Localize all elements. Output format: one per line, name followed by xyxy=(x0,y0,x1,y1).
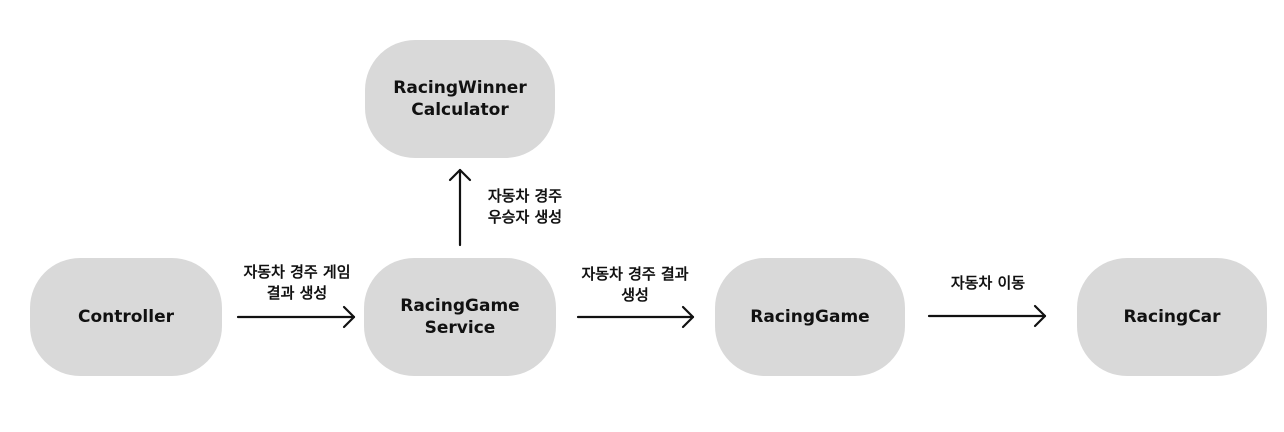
edge-label-service-to-game: 자동차 경주 결과 생성 xyxy=(581,265,689,304)
node-label-racing-winner-calculator: RacingWinner Calculator xyxy=(393,78,527,120)
node-label-racing-game-service: RacingGame Service xyxy=(400,296,520,338)
arrow-service-to-calculator xyxy=(448,168,472,247)
node-racing-winner-calculator: RacingWinner Calculator xyxy=(365,40,555,158)
arrow-service-to-game xyxy=(576,305,695,329)
node-controller: Controller xyxy=(30,258,222,376)
arrow-game-to-car xyxy=(927,304,1047,328)
node-label-controller: Controller xyxy=(77,307,174,327)
edge-label-controller-to-service: 자동차 경주 게임 결과 생성 xyxy=(243,263,351,302)
edge-label-game-to-car: 자동차 이동 xyxy=(950,274,1026,292)
edge-label-service-to-calculator: 자동차 경주 우승자 생성 xyxy=(487,187,563,226)
node-racing-game-service: RacingGame Service xyxy=(364,258,556,376)
node-label-racing-game: RacingGame xyxy=(750,307,870,327)
node-racing-car: RacingCar xyxy=(1077,258,1267,376)
arrow-controller-to-service xyxy=(236,305,356,329)
node-label-racing-car: RacingCar xyxy=(1123,307,1221,327)
node-racing-game: RacingGame xyxy=(715,258,905,376)
